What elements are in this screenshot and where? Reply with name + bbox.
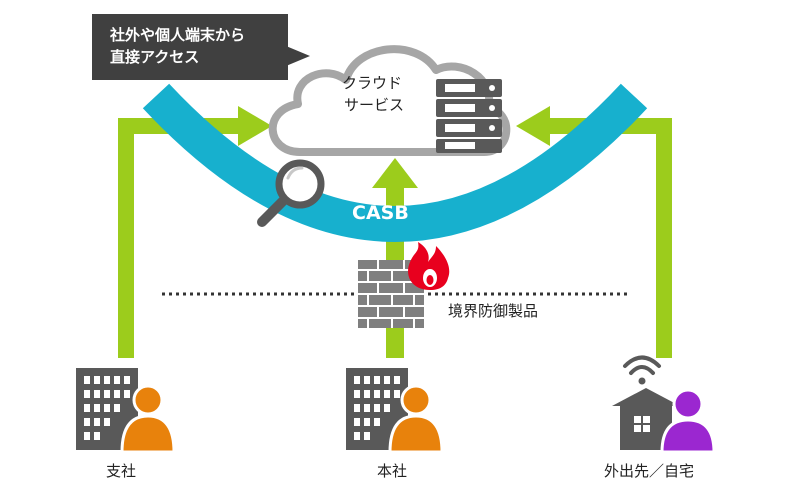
- cloud-label-line-1: クラウド: [342, 74, 403, 92]
- wifi-icon: [623, 355, 661, 385]
- branch-office-label: 支社: [106, 462, 137, 480]
- casb-band: [142, 83, 648, 242]
- cloud-service-label: クラウド サービス: [342, 72, 404, 116]
- cloud-label-line-2: サービス: [344, 96, 405, 114]
- firewall-label: 境界防御製品: [448, 302, 539, 320]
- callout-tail: [286, 46, 310, 66]
- direct-access-callout: 社外や個人端末から 直接アクセス: [92, 14, 288, 80]
- magnifier-icon: [257, 159, 325, 227]
- remote-person-icon: [660, 388, 716, 454]
- remote-location-label: 外出先／自宅: [604, 462, 695, 480]
- hq-person-icon: [388, 384, 444, 454]
- flame-icon: [408, 242, 450, 290]
- callout-line-2: 直接アクセス: [110, 48, 200, 66]
- callout-line-1: 社外や個人端末から: [110, 26, 246, 44]
- server-icon: [436, 79, 502, 153]
- headquarters-label: 本社: [377, 462, 408, 480]
- casb-label: CASB: [352, 202, 409, 224]
- branch-person-icon: [120, 384, 176, 454]
